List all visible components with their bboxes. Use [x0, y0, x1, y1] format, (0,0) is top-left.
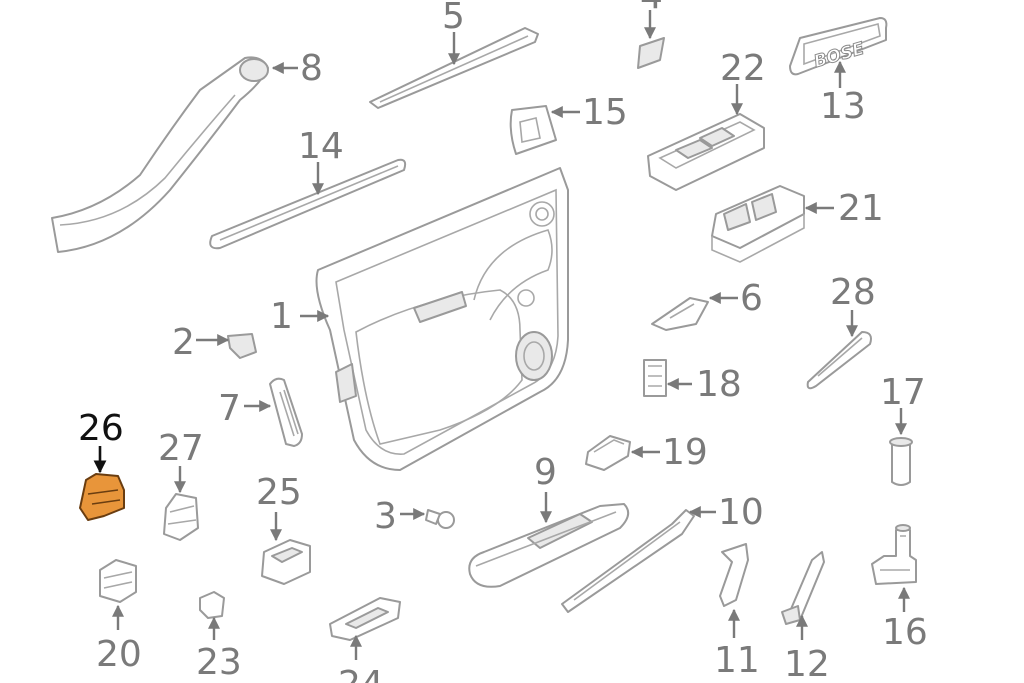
part-6-handle-insert[interactable]	[651, 297, 709, 331]
callout-22: 22	[720, 48, 766, 89]
callout-19: 19	[662, 432, 708, 473]
part-20-switch[interactable]	[99, 559, 137, 603]
part-2-clip[interactable]	[227, 333, 257, 359]
callout-1: 1	[270, 296, 293, 337]
part-16-lock-actuator[interactable]	[871, 524, 917, 585]
part-14-belt-moulding[interactable]	[209, 158, 407, 250]
callout-6: 6	[740, 278, 763, 319]
callout-23: 23	[196, 642, 242, 683]
callout-10: 10	[718, 492, 764, 533]
part-25-switch-housing[interactable]	[261, 539, 311, 585]
callout-8: 8	[300, 48, 323, 89]
part-1-door-panel[interactable]	[315, 167, 569, 471]
callout-24: 24	[338, 664, 384, 683]
part-22-switch-bezel[interactable]	[647, 113, 765, 191]
callout-3: 3	[374, 496, 397, 537]
part-15-mirror-cover[interactable]	[509, 105, 557, 155]
part-24-switch-bezel[interactable]	[329, 597, 401, 641]
callout-28: 28	[830, 272, 876, 313]
part-7-speaker-grille[interactable]	[269, 377, 303, 447]
callout-4: 4	[640, 0, 663, 17]
callout-18: 18	[696, 364, 742, 405]
callout-26: 26	[78, 408, 124, 449]
part-5-window-strip[interactable]	[369, 27, 539, 109]
part-27-switch[interactable]	[163, 493, 199, 541]
part-23-clip[interactable]	[199, 591, 225, 619]
callout-16: 16	[882, 612, 928, 653]
callout-17: 17	[880, 372, 926, 413]
part-21-window-switch[interactable]	[711, 185, 805, 263]
callout-15: 15	[582, 92, 628, 133]
part-4-clip[interactable]	[637, 37, 665, 69]
part-13-bose-badge[interactable]: BOSE	[789, 17, 888, 76]
part-19-switch[interactable]	[585, 435, 631, 471]
part-3-screw[interactable]	[425, 509, 455, 529]
part-26-switch-highlighted[interactable]	[79, 473, 125, 521]
part-11-grab-handle[interactable]	[719, 543, 749, 607]
callout-14: 14	[298, 126, 344, 167]
part-28-trim-strip[interactable]	[806, 331, 872, 390]
callout-2: 2	[172, 322, 195, 363]
callout-27: 27	[158, 428, 204, 469]
callout-7: 7	[218, 388, 241, 429]
callout-5: 5	[442, 0, 465, 37]
callout-20: 20	[96, 634, 142, 675]
callout-12: 12	[784, 644, 830, 683]
callout-21: 21	[838, 188, 884, 229]
callout-9: 9	[534, 452, 557, 493]
part-12-trim-piece[interactable]	[781, 551, 825, 625]
callout-25: 25	[256, 472, 302, 513]
part-17-plug[interactable]	[889, 437, 913, 486]
part-9-armrest[interactable]	[468, 503, 630, 588]
callout-11: 11	[714, 640, 760, 681]
callout-13: 13	[820, 86, 866, 127]
part-18-connector[interactable]	[643, 359, 667, 397]
part-8-pillar-trim[interactable]	[51, 56, 269, 253]
